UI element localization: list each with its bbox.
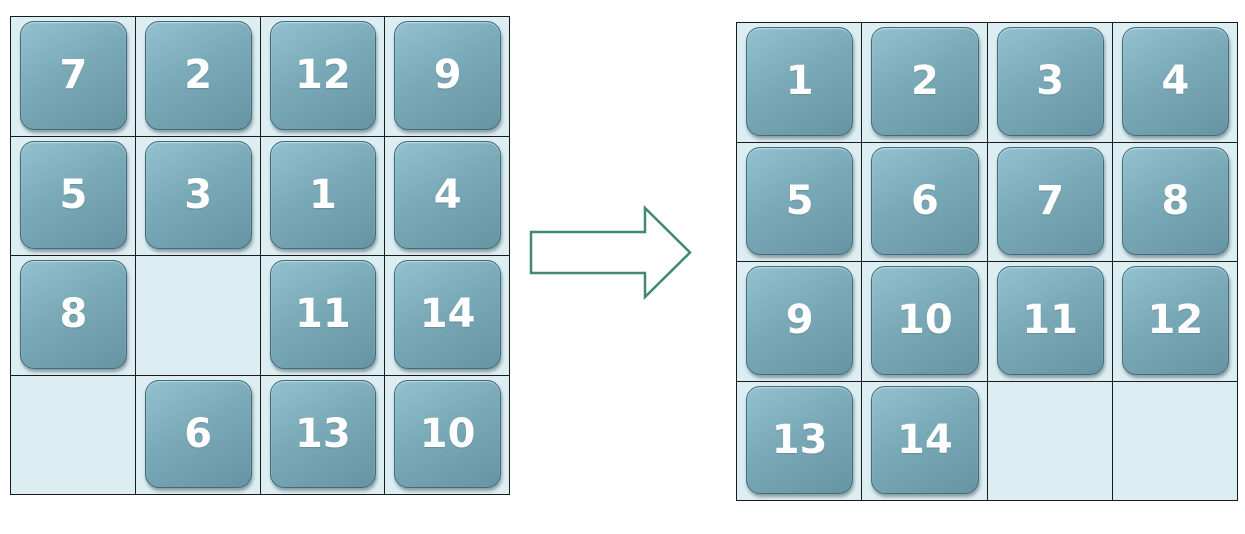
puzzle-tile[interactable]: 14 xyxy=(871,385,979,494)
tile-number: 3 xyxy=(184,171,213,218)
empty-cell xyxy=(1112,381,1238,501)
tile-number: 1 xyxy=(785,58,814,105)
puzzle-tile[interactable]: 2 xyxy=(144,21,252,130)
puzzle-tile[interactable]: 9 xyxy=(746,266,854,375)
puzzle-tile[interactable]: 4 xyxy=(1121,27,1229,136)
tile-number: 8 xyxy=(59,291,88,338)
tile-number: 10 xyxy=(419,410,476,457)
tile-number: 14 xyxy=(897,416,953,463)
tile-number: 4 xyxy=(1161,58,1190,105)
tile-number: 6 xyxy=(184,410,213,457)
tile-number: 12 xyxy=(1147,297,1204,344)
grid-cell: 4 xyxy=(385,136,510,256)
empty-cell xyxy=(987,381,1113,501)
grid-cell: 4 xyxy=(1112,23,1238,143)
puzzle-tile[interactable]: 12 xyxy=(1121,266,1229,375)
grid-cell: 11 xyxy=(987,262,1113,382)
grid-cell: 14 xyxy=(385,256,510,376)
puzzle-tile[interactable]: 12 xyxy=(269,21,377,130)
puzzle-tile[interactable]: 4 xyxy=(394,140,501,249)
grid-cell: 2 xyxy=(135,17,261,137)
puzzle-tile[interactable]: 1 xyxy=(746,27,854,136)
puzzle-tile[interactable]: 10 xyxy=(394,379,501,488)
empty-cell xyxy=(11,375,136,495)
tile-number: 2 xyxy=(910,58,939,105)
puzzle-tile[interactable]: 8 xyxy=(1121,146,1229,255)
tile-number: 9 xyxy=(785,297,814,344)
puzzle-tile[interactable]: 9 xyxy=(394,21,501,130)
grid-cell: 1 xyxy=(260,136,386,256)
puzzle-tile[interactable]: 13 xyxy=(269,379,377,488)
puzzle-tile[interactable]: 1 xyxy=(269,140,377,249)
tile-number: 12 xyxy=(295,52,351,99)
tile-number: 11 xyxy=(295,291,351,338)
puzzle-tile[interactable]: 14 xyxy=(394,260,501,369)
tile-number: 6 xyxy=(910,177,939,224)
tile-number: 3 xyxy=(1036,58,1065,105)
grid-cell: 8 xyxy=(1112,142,1238,262)
tile-number: 7 xyxy=(1036,177,1065,224)
puzzle-tile[interactable]: 10 xyxy=(871,266,979,375)
tile-number: 11 xyxy=(1022,297,1078,344)
puzzle-tile[interactable]: 2 xyxy=(871,27,979,136)
tile-number: 5 xyxy=(785,177,814,224)
puzzle-tile[interactable]: 8 xyxy=(20,260,127,369)
grid-cell: 13 xyxy=(737,381,863,501)
right-arrow-icon xyxy=(529,205,692,300)
puzzle-tile[interactable]: 6 xyxy=(144,379,252,488)
grid-cell: 12 xyxy=(1112,262,1238,382)
grid-cell: 12 xyxy=(260,17,386,137)
tile-number: 10 xyxy=(897,297,953,344)
tile-number: 7 xyxy=(59,52,88,99)
tile-number: 13 xyxy=(771,416,828,463)
puzzle-tile[interactable]: 11 xyxy=(269,260,377,369)
grid-cell: 3 xyxy=(987,23,1113,143)
puzzle-tile[interactable]: 11 xyxy=(996,266,1104,375)
tile-number: 14 xyxy=(419,291,476,338)
puzzle-tile[interactable]: 7 xyxy=(996,146,1104,255)
tile-number: 1 xyxy=(308,171,337,218)
tile-number: 4 xyxy=(433,171,462,218)
empty-cell xyxy=(135,256,261,376)
tile-number: 13 xyxy=(295,410,351,457)
grid-cell: 14 xyxy=(862,381,988,501)
grid-cell: 9 xyxy=(737,262,863,382)
grid-cell: 5 xyxy=(11,136,136,256)
puzzle-tile[interactable]: 5 xyxy=(20,140,127,249)
grid-cell: 2 xyxy=(862,23,988,143)
tile-number: 9 xyxy=(433,52,462,99)
grid-cell: 7 xyxy=(987,142,1113,262)
grid-cell: 6 xyxy=(862,142,988,262)
grid-cell: 7 xyxy=(11,17,136,137)
grid-cell: 13 xyxy=(260,375,386,495)
puzzle-tile[interactable]: 13 xyxy=(746,385,854,494)
tile-number: 5 xyxy=(59,171,88,218)
grid-cell: 10 xyxy=(862,262,988,382)
grid-cell: 8 xyxy=(11,256,136,376)
grid-cell: 9 xyxy=(385,17,510,137)
tile-number: 8 xyxy=(1161,177,1190,224)
tile-number: 2 xyxy=(184,52,213,99)
grid-cell: 10 xyxy=(385,375,510,495)
grid-cell: 1 xyxy=(737,23,863,143)
puzzle-tile[interactable]: 5 xyxy=(746,146,854,255)
puzzle-tile[interactable]: 6 xyxy=(871,146,979,255)
grid-cell: 11 xyxy=(260,256,386,376)
puzzle-tile[interactable]: 7 xyxy=(20,21,127,130)
grid-cell: 5 xyxy=(737,142,863,262)
grid-cell: 6 xyxy=(135,375,261,495)
grid-cell: 3 xyxy=(135,136,261,256)
puzzle-tile[interactable]: 3 xyxy=(144,140,252,249)
puzzle-tile[interactable]: 3 xyxy=(996,27,1104,136)
